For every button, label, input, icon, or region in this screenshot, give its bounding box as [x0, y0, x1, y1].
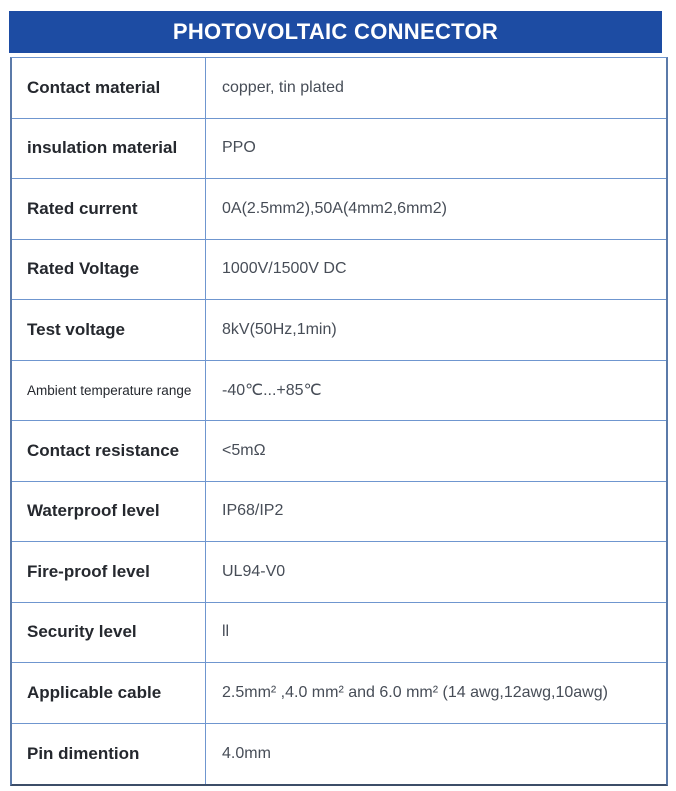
spec-value: -40℃...+85℃ — [222, 382, 322, 400]
spec-value: 2.5mm² ,4.0 mm² and 6.0 mm² (14 awg,12aw… — [222, 683, 608, 701]
spec-value: IP68/IP2 — [222, 502, 284, 520]
spec-label: Rated Voltage — [12, 239, 206, 299]
spec-label: Test voltage — [12, 300, 206, 360]
table-row: Rated current 0A(2.5mm2),50A(4mm2,6mm2) — [12, 179, 666, 240]
spec-value: ll — [222, 623, 230, 641]
spec-value: 1000V/1500V DC — [222, 260, 347, 278]
spec-label: Ambient temperature range — [12, 360, 206, 420]
table-row: insulation material PPO — [12, 118, 666, 179]
table-row: Applicable cable 2.5mm² ,4.0 mm² and 6.0… — [12, 663, 666, 724]
table-row: Test voltage 8kV(50Hz,1min) — [12, 300, 666, 361]
header-bar: PHOTOVOLTAIC CONNECTOR — [9, 11, 662, 53]
spec-label: Pin dimention — [12, 723, 206, 784]
page-title: PHOTOVOLTAIC CONNECTOR — [172, 19, 499, 44]
table-row: Contact resistance <5mΩ — [12, 421, 666, 482]
table-row: Security level ll — [12, 602, 666, 663]
table-row: Ambient temperature range -40℃...+85℃ — [12, 360, 666, 421]
spec-value: PPO — [222, 139, 256, 157]
table-row: Rated Voltage 1000V/1500V DC — [12, 239, 666, 300]
spec-label: Contact material — [12, 58, 206, 118]
spec-label: Rated current — [12, 179, 206, 239]
spec-value: 4.0mm — [222, 744, 271, 762]
spec-value: <5mΩ — [222, 441, 266, 459]
spec-table: Contact material copper, tin plated insu… — [10, 57, 668, 786]
table-row: Contact material copper, tin plated — [12, 58, 666, 119]
table-row: Waterproof level IP68/IP2 — [12, 481, 666, 542]
spec-label: insulation material — [12, 118, 206, 178]
spec-label: Contact resistance — [12, 421, 206, 481]
spec-label: Waterproof level — [12, 481, 206, 541]
spec-label: Security level — [12, 602, 206, 662]
spec-value: 0A(2.5mm2),50A(4mm2,6mm2) — [222, 199, 447, 217]
table-row: Fire-proof level UL94-V0 — [12, 542, 666, 603]
spec-value: 8kV(50Hz,1min) — [222, 320, 337, 338]
table-row: Pin dimention 4.0mm — [12, 723, 666, 784]
spec-value: copper, tin plated — [222, 78, 344, 96]
spec-label: Applicable cable — [12, 663, 206, 723]
spec-label: Fire-proof level — [12, 542, 206, 602]
spec-value: UL94-V0 — [222, 562, 286, 580]
